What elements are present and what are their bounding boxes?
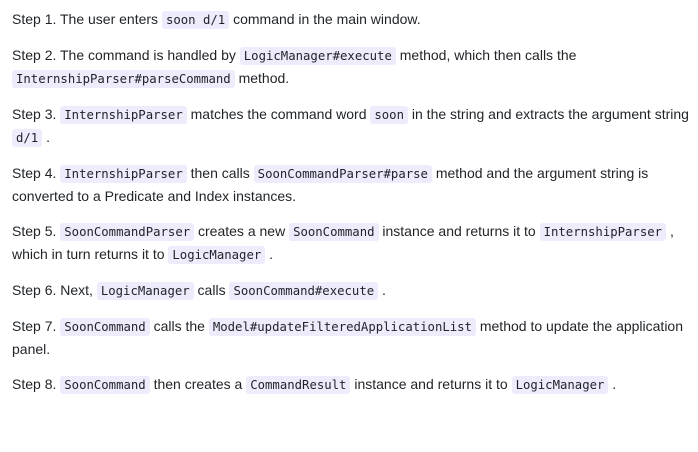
- step-text: in the string and extracts the argument …: [408, 106, 689, 122]
- step-text: then creates a: [149, 376, 247, 392]
- step-text: then calls: [186, 165, 254, 181]
- code-span: SoonCommandParser: [60, 223, 195, 241]
- step-text: Step 8.: [12, 376, 61, 392]
- step-text: Step 1. The user enters: [12, 11, 162, 27]
- step-paragraph-5: Step 5. SoonCommandParser creates a new …: [12, 220, 690, 266]
- step-text: creates a new: [194, 223, 290, 239]
- code-span: SoonCommand: [289, 223, 379, 241]
- code-span: LogicManager: [511, 376, 609, 394]
- code-span: LogicManager: [168, 246, 266, 264]
- step-text: .: [42, 129, 50, 145]
- step-text: calls: [193, 282, 230, 298]
- code-span: SoonCommand: [60, 376, 150, 394]
- code-span: InternshipParser: [60, 165, 187, 183]
- step-text: instance and returns it to: [350, 376, 512, 392]
- code-span: InternshipParser: [60, 106, 187, 124]
- step-paragraph-6: Step 6. Next, LogicManager calls SoonCom…: [12, 279, 690, 302]
- code-span: SoonCommand#execute: [229, 282, 379, 300]
- step-sequence-document: Step 1. The user enters soon d/1 command…: [12, 8, 690, 396]
- step-paragraph-8: Step 8. SoonCommand then creates a Comma…: [12, 373, 690, 396]
- code-span: SoonCommandParser#parse: [253, 165, 432, 183]
- step-text: matches the command word: [186, 106, 371, 122]
- step-text: method, which then calls the: [395, 47, 577, 63]
- step-text: instance and returns it to: [378, 223, 540, 239]
- step-paragraph-4: Step 4. InternshipParser then calls Soon…: [12, 162, 690, 207]
- step-text: .: [265, 246, 274, 262]
- step-paragraph-1: Step 1. The user enters soon d/1 command…: [12, 8, 690, 31]
- step-text: method and the argument string is conver…: [12, 165, 649, 204]
- code-span: LogicManager: [96, 282, 194, 300]
- code-span: soon: [370, 106, 408, 124]
- step-text: , which in turn returns it to: [12, 223, 674, 262]
- step-text: Step 6. Next,: [12, 282, 97, 298]
- step-paragraph-2: Step 2. The command is handled by LogicM…: [12, 44, 690, 90]
- step-text: Step 3.: [12, 106, 61, 122]
- code-span: InternshipParser#parseCommand: [12, 70, 235, 88]
- step-text: Step 2. The command is handled by: [12, 47, 240, 63]
- code-span: SoonCommand: [60, 318, 150, 336]
- step-text: command in the main window.: [229, 11, 421, 27]
- code-span: Model#updateFilteredApplicationList: [208, 318, 476, 336]
- code-span: InternshipParser: [539, 223, 667, 241]
- step-paragraph-3: Step 3. InternshipParser matches the com…: [12, 103, 690, 149]
- step-text: Step 5.: [12, 223, 61, 239]
- step-text: calls the: [149, 318, 209, 334]
- step-text: method.: [234, 70, 290, 86]
- code-span: CommandResult: [246, 376, 351, 394]
- step-text: Step 4.: [12, 165, 61, 181]
- code-span: LogicManager#execute: [239, 47, 396, 65]
- step-text: .: [378, 282, 386, 298]
- step-text: method to update the application panel.: [12, 318, 684, 357]
- step-text: .: [608, 376, 617, 392]
- code-span: soon d/1: [161, 11, 230, 29]
- code-span: d/1: [12, 129, 43, 147]
- step-text: Step 7.: [12, 318, 61, 334]
- step-paragraph-7: Step 7. SoonCommand calls the Model#upda…: [12, 315, 690, 360]
